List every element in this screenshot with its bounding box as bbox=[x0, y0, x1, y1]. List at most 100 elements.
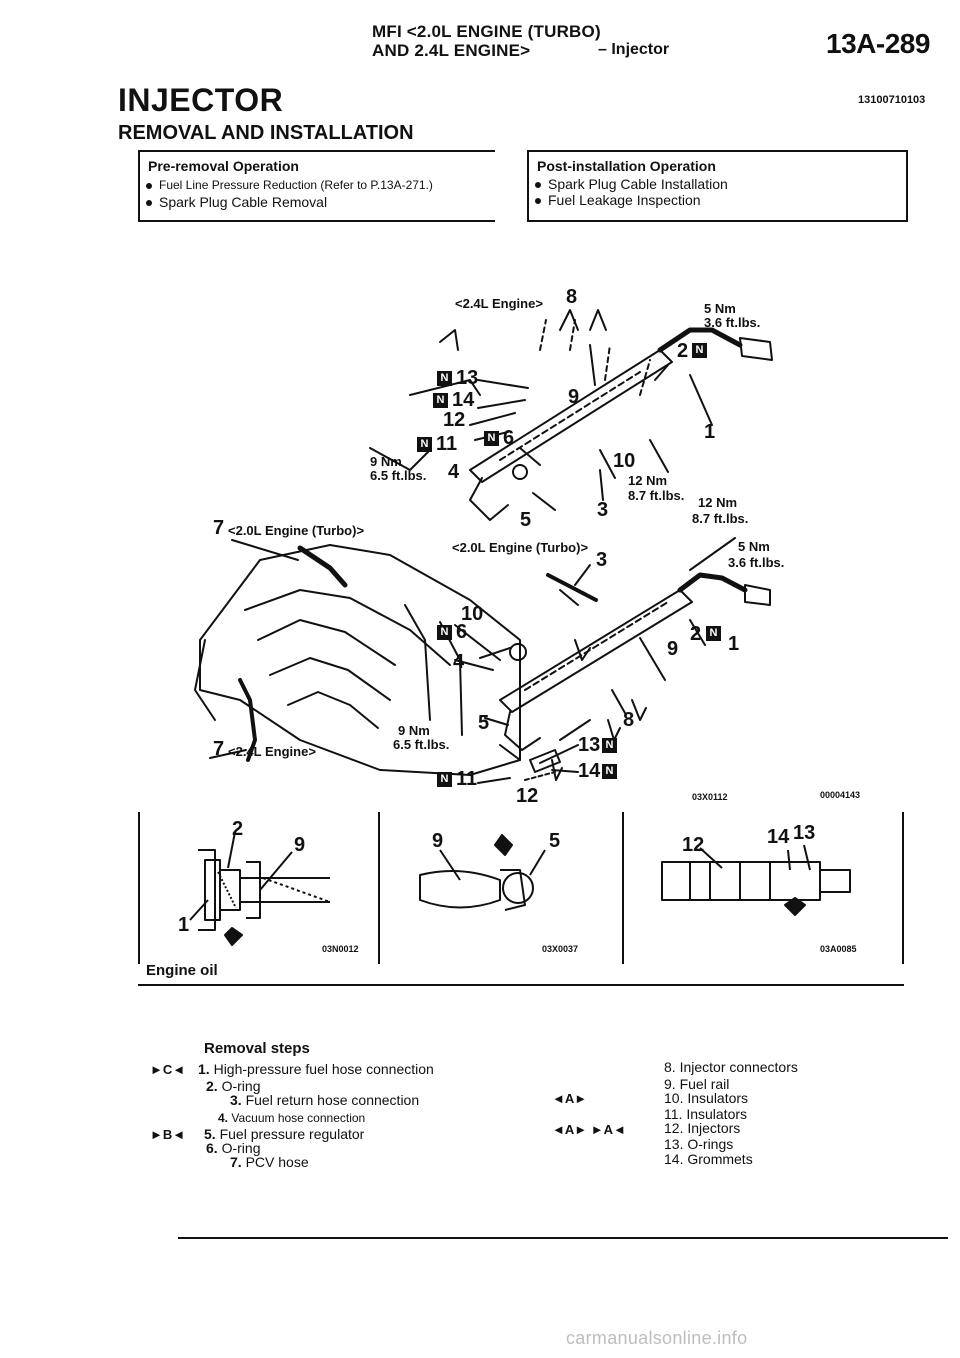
part-4-label: 4 bbox=[448, 461, 460, 483]
section-subtitle: REMOVAL AND INSTALLATION bbox=[118, 122, 414, 144]
diagram-code-main: 03X0112 bbox=[692, 792, 728, 802]
new-part-badge: N bbox=[706, 626, 721, 641]
pcv-hose-lower bbox=[238, 678, 257, 762]
header-line-2: AND 2.4L ENGINE> bbox=[372, 41, 531, 60]
inset1-part-9: 9 bbox=[294, 834, 306, 856]
page-title: INJECTOR bbox=[118, 82, 284, 118]
part-13-label: 13 bbox=[456, 367, 479, 389]
part-13-lower-label: 13 bbox=[578, 734, 601, 756]
new-part-badge: N bbox=[437, 625, 452, 640]
post-installation-heading: Post-installation Operation bbox=[537, 158, 716, 174]
new-part-badge: N bbox=[484, 431, 499, 446]
part-8-label: 8 bbox=[566, 286, 578, 308]
removal-step: 10. Insulators bbox=[664, 1090, 749, 1106]
lower-injector bbox=[529, 749, 561, 773]
new-part-badge: N bbox=[437, 371, 452, 386]
torque-36-upper: 3.6 ft.lbs. bbox=[704, 315, 761, 330]
new-part-badge: N bbox=[437, 772, 452, 787]
bullet-icon bbox=[535, 198, 541, 205]
step-marker: ►C◄ bbox=[150, 1062, 186, 1077]
step-marker: ◄A► ►A◄ bbox=[552, 1122, 626, 1137]
new-part-badge: N bbox=[602, 764, 617, 779]
torque-65-lower: 6.5 ft.lbs. bbox=[393, 737, 450, 752]
torque-65-upper: 6.5 ft.lbs. bbox=[370, 468, 427, 483]
removal-step: 4. Vacuum hose connection bbox=[218, 1111, 366, 1125]
removal-step: 1. High-pressure fuel hose connection bbox=[198, 1061, 434, 1077]
post-installation-item: Spark Plug Cable Installation bbox=[535, 176, 728, 192]
part-2-lower-label: 2 bbox=[690, 623, 702, 645]
inset3-part-12: 12 bbox=[682, 834, 705, 856]
header-section: – Injector bbox=[598, 41, 670, 58]
torque-9nm-lower: 9 Nm bbox=[398, 723, 430, 738]
part-14-label: 14 bbox=[452, 389, 475, 411]
part-1-label: 1 bbox=[704, 421, 716, 443]
inset3-code: 03A0085 bbox=[820, 944, 857, 954]
part-11-lower-label: 11 bbox=[456, 768, 478, 790]
part-12-label: 12 bbox=[443, 409, 466, 431]
lower-fuel-rail bbox=[499, 589, 693, 713]
inset1-code: 03N0012 bbox=[322, 944, 359, 954]
removal-step: 6. O-ring bbox=[206, 1140, 261, 1156]
part-1-lower-label: 1 bbox=[728, 633, 740, 655]
part-9-lower-label: 9 bbox=[667, 638, 679, 660]
pre-removal-box: Pre-removal Operation Fuel Line Pressure… bbox=[138, 150, 495, 222]
new-part-badge: N bbox=[692, 343, 707, 358]
part-6-label: 6 bbox=[503, 427, 515, 449]
post-installation-item: Fuel Leakage Inspection bbox=[535, 192, 701, 208]
torque-5nm-upper: 5 Nm bbox=[704, 301, 736, 316]
bullet-icon bbox=[535, 182, 541, 189]
part-2-label: 2 bbox=[677, 340, 689, 362]
part-7-label: 7 bbox=[213, 517, 225, 539]
lower-regulator bbox=[504, 711, 541, 751]
header-line-1: MFI <2.0L ENGINE (TURBO) bbox=[372, 22, 601, 41]
inset2-code: 03X0037 bbox=[542, 944, 579, 954]
upper-rail-inlet bbox=[657, 327, 743, 353]
watermark: carmanualsonline.info bbox=[566, 1328, 748, 1348]
torque-87-a: 8.7 ft.lbs. bbox=[628, 488, 685, 503]
torque-87-b: 8.7 ft.lbs. bbox=[692, 511, 749, 526]
removal-steps-heading: Removal steps bbox=[204, 1040, 310, 1057]
upper-regulator bbox=[469, 477, 509, 521]
step-marker: ►B◄ bbox=[150, 1127, 186, 1142]
part-8-lower-label: 8 bbox=[623, 709, 635, 731]
post-installation-box: Post-installation Operation Spark Plug C… bbox=[527, 150, 908, 222]
part-11-label: 11 bbox=[436, 433, 458, 455]
inset1-part-1: 1 bbox=[178, 914, 190, 936]
pre-removal-heading: Pre-removal Operation bbox=[148, 158, 299, 174]
part-10-lower-label: 10 bbox=[461, 603, 484, 625]
removal-step: 8. Injector connectors bbox=[664, 1059, 798, 1075]
pre-removal-item: Spark Plug Cable Removal bbox=[146, 194, 327, 210]
new-part-badge: N bbox=[602, 738, 617, 753]
engine-20-mid-label: <2.0L Engine (Turbo)> bbox=[452, 540, 589, 555]
step-marker: ◄A► bbox=[552, 1091, 588, 1106]
inset1-part-2: 2 bbox=[232, 818, 244, 840]
removal-step: 9. Fuel rail bbox=[664, 1076, 730, 1092]
removal-step: 3. Fuel return hose connection bbox=[230, 1092, 420, 1108]
pcv-hose-upper bbox=[297, 545, 348, 588]
footer-rule bbox=[178, 1237, 948, 1239]
upper-fuel-rail bbox=[469, 349, 673, 483]
inset2-part-5: 5 bbox=[549, 830, 561, 852]
inset3-part-13: 13 bbox=[793, 822, 816, 844]
removal-step: 11. Insulators bbox=[664, 1106, 748, 1122]
detail-insets bbox=[138, 812, 904, 986]
engine-oil-label: Engine oil bbox=[146, 962, 218, 979]
removal-step: 7. PCV hose bbox=[230, 1154, 309, 1170]
torque-9nm-upper: 9 Nm bbox=[370, 454, 402, 469]
bullet-icon bbox=[146, 182, 152, 189]
removal-step: 14. Grommets bbox=[664, 1151, 753, 1167]
removal-step: 5. Fuel pressure regulator bbox=[204, 1126, 365, 1142]
diagram-code-main-2: 00004143 bbox=[820, 790, 861, 800]
torque-12nm-b: 12 Nm bbox=[698, 495, 738, 510]
part-5-lower-label: 5 bbox=[478, 712, 490, 734]
part-3-label: 3 bbox=[597, 499, 609, 521]
new-part-badge: N bbox=[433, 393, 448, 408]
engine-20-side-label: <2.0L Engine (Turbo)> bbox=[228, 523, 365, 538]
part-3-lower-label: 3 bbox=[596, 549, 608, 571]
part-4-lower-label: 4 bbox=[453, 651, 465, 673]
part-6-lower-label: 6 bbox=[456, 621, 468, 643]
engine-24-label: <2.4L Engine> bbox=[455, 296, 543, 311]
torque-36-lower: 3.6 ft.lbs. bbox=[728, 555, 785, 570]
inset3-part-14: 14 bbox=[767, 826, 790, 848]
lower-rail-inlet bbox=[677, 572, 748, 593]
